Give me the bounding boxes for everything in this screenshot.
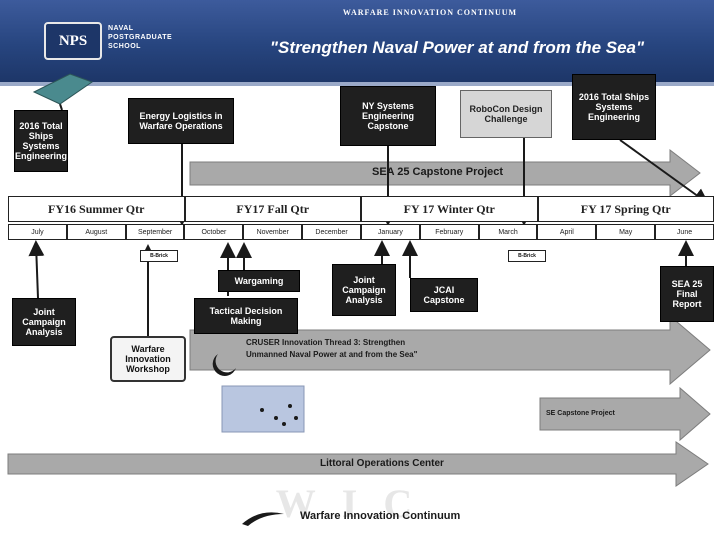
connector-tse-left xyxy=(59,103,63,111)
littoral-arrow-shape xyxy=(7,441,709,487)
month-september: September xyxy=(125,224,185,240)
map-dot xyxy=(294,416,298,420)
cruiser-thread-label-1: CRUSER Innovation Thread 3: Strengthen xyxy=(246,338,406,347)
wic-footer-text: Warfare Innovation Continuum xyxy=(300,510,461,522)
quarter-fy17-winter: FY 17 Winter Qtr xyxy=(361,196,538,222)
callout-warfare-innovation-workshop: Warfare Innovation Workshop xyxy=(110,336,186,382)
callout-wargaming: Wargaming xyxy=(218,270,300,292)
littoral-operations-label: Littoral Operations Center xyxy=(320,458,444,469)
callout-jcai-capstone: JCAI Capstone xyxy=(410,278,478,312)
callout-jca-left: Joint Campaign Analysis xyxy=(12,298,76,346)
callout-tse-2016-left: 2016 Total Ships Systems Engineering xyxy=(14,110,68,172)
map-dot xyxy=(282,422,286,426)
month-july: July xyxy=(8,224,67,240)
month-december: December xyxy=(302,224,361,240)
school-name: NAVAL POSTGRADUATE SCHOOL xyxy=(108,25,173,50)
header-divider xyxy=(0,82,714,86)
callout-sea25-final-report: SEA 25 Final Report xyxy=(660,266,714,322)
callout-tactical-decision-making: Tactical Decision Making xyxy=(194,298,298,334)
nps-logo: NPS xyxy=(44,22,102,60)
callout-ny-systems: NY Systems Engineering Capstone xyxy=(340,86,436,146)
month-november: November xyxy=(243,224,303,240)
callout-jca-middle: Joint Campaign Analysis xyxy=(332,264,396,316)
header-banner: NPS NAVAL POSTGRADUATE SCHOOL WARFARE IN… xyxy=(0,0,714,82)
sea25-arrow-shape xyxy=(189,148,701,198)
month-june: June xyxy=(655,224,714,240)
callout-robocon: RoboCon Design Challenge xyxy=(460,90,552,138)
cruiser-arrow-shape xyxy=(189,314,711,386)
se-capstone-label: SE Capstone Project xyxy=(546,410,615,417)
badge-march: B-Brick xyxy=(508,250,546,262)
callout-tse-2016-right: 2016 Total Ships Systems Engineering xyxy=(572,74,656,140)
month-april: April xyxy=(537,224,597,240)
cruiser-thread-label-2: Unmanned Naval Power at and from the Sea… xyxy=(246,350,418,359)
month-may: May xyxy=(596,224,656,240)
connector-tse-right xyxy=(619,139,710,205)
map-dot xyxy=(288,404,292,408)
month-january: January xyxy=(360,224,420,240)
quarter-row: FY16 Summer Qtr FY17 Fall Qtr FY 17 Wint… xyxy=(8,196,714,222)
se-capstone-arrow-shape xyxy=(539,386,711,442)
month-august: August xyxy=(66,224,126,240)
month-march: March xyxy=(478,224,538,240)
wic-logo-letters: WIC xyxy=(275,481,439,526)
month-february: February xyxy=(419,224,479,240)
month-october: October xyxy=(184,224,244,240)
connector-jca-left xyxy=(28,240,45,299)
sea25-capstone-label: SEA 25 Capstone Project xyxy=(372,166,504,178)
badge-september: B-Brick xyxy=(140,250,178,262)
header-top-line: WARFARE INNOVATION CONTINUUM xyxy=(342,8,518,17)
ship-image xyxy=(32,73,94,105)
wic-swoosh-icon xyxy=(242,512,284,526)
moon-icon xyxy=(212,354,236,376)
quarter-fy17-spring: FY 17 Spring Qtr xyxy=(537,196,714,222)
map-dot xyxy=(260,408,264,412)
quarter-fy17-fall: FY17 Fall Qtr xyxy=(184,196,361,222)
main-title: "Strengthen Naval Power at and from the … xyxy=(269,38,645,57)
map-dot xyxy=(274,416,278,420)
month-row: July August September October November D… xyxy=(8,224,714,240)
quarter-fy16-summer: FY16 Summer Qtr xyxy=(8,196,185,222)
callout-energy-logistics: Energy Logistics in Warfare Operations xyxy=(128,98,234,144)
